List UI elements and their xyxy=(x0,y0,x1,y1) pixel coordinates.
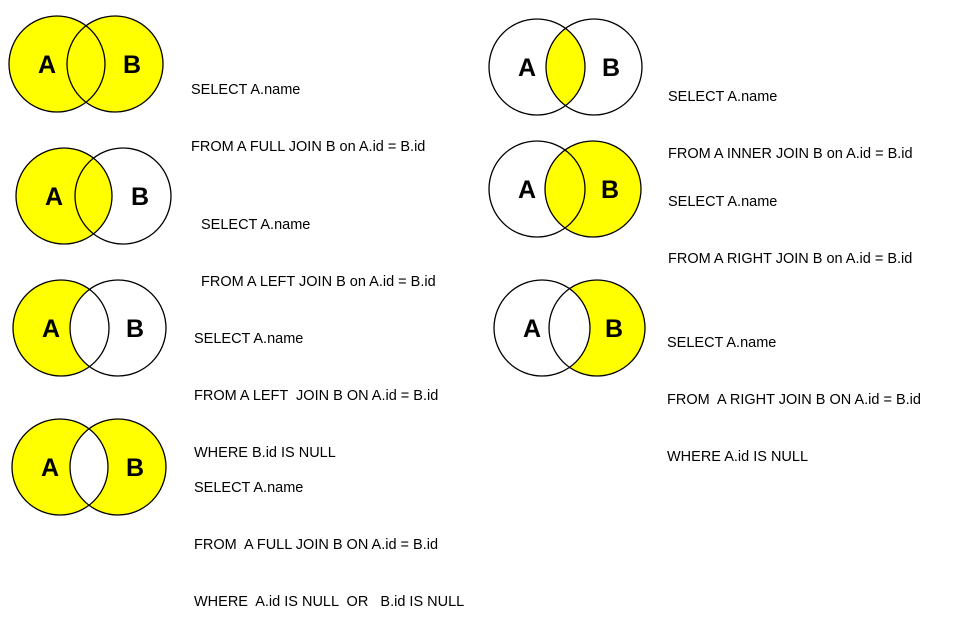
circle-a-label: A xyxy=(523,315,541,343)
intersection-region xyxy=(546,19,585,115)
circle-a-label: A xyxy=(38,51,56,79)
circle-b-label: B xyxy=(602,54,620,82)
sql-symmetric-difference: SELECT A.name FROM A FULL JOIN B ON A.id… xyxy=(194,441,464,631)
sql-inner-join: SELECT A.name FROM A INNER JOIN B on A.i… xyxy=(668,50,913,183)
sql-line: FROM A RIGHT JOIN B on A.id = B.id xyxy=(668,251,913,267)
circle-a-label: A xyxy=(45,183,63,211)
circle-b-label: B xyxy=(126,315,144,343)
sql-full-join: SELECT A.name FROM A FULL JOIN B on A.id… xyxy=(191,43,425,176)
circle-a-outline xyxy=(12,279,110,377)
intersection-region xyxy=(70,280,109,376)
circle-a-label: A xyxy=(518,54,536,82)
circle-b-outline xyxy=(545,18,643,116)
circle-b-outline xyxy=(548,279,646,377)
circle-a-outline xyxy=(493,279,591,377)
circle-a-label: A xyxy=(41,454,59,482)
sql-right-join: SELECT A.name FROM A RIGHT JOIN B on A.i… xyxy=(668,155,912,288)
sql-line: WHERE A.id IS NULL xyxy=(667,449,809,465)
sql-left-only: SELECT A.name FROM A LEFT JOIN B ON A.id… xyxy=(194,292,438,482)
sql-line: SELECT A.name xyxy=(191,82,301,98)
sql-line: SELECT A.name xyxy=(194,480,304,496)
circle-b-label: B xyxy=(126,454,144,482)
intersection-region xyxy=(70,419,108,515)
sql-right-only: SELECT A.name FROM A RIGHT JOIN B ON A.i… xyxy=(667,296,921,486)
circle-a-outline xyxy=(8,15,106,113)
intersection-region xyxy=(549,280,590,376)
sql-line: SELECT A.name xyxy=(667,335,777,351)
circle-a-outline xyxy=(11,418,109,516)
sql-line: WHERE A.id IS NULL OR B.id IS NULL xyxy=(194,594,465,610)
sql-line: SELECT A.name xyxy=(201,217,311,233)
circle-a-outline xyxy=(15,147,113,245)
circle-b-label: B xyxy=(123,51,141,79)
circle-b-outline xyxy=(69,279,167,377)
intersection-region xyxy=(545,141,585,237)
sql-line: SELECT A.name xyxy=(194,331,304,347)
circle-b-outline xyxy=(74,147,172,245)
intersection-region xyxy=(75,148,112,244)
circle-b-outline xyxy=(69,418,167,516)
circle-b-label: B xyxy=(131,183,149,211)
circle-b-outline xyxy=(66,15,164,113)
sql-line: FROM A RIGHT JOIN B ON A.id = B.id xyxy=(667,392,921,408)
circle-a-outline xyxy=(488,18,586,116)
sql-line: SELECT A.name xyxy=(668,194,778,210)
sql-line: SELECT A.name xyxy=(668,89,778,105)
circle-a-outline xyxy=(488,140,586,238)
sql-line: FROM A FULL JOIN B ON A.id = B.id xyxy=(194,537,439,553)
sql-line: FROM A FULL JOIN B on A.id = B.id xyxy=(191,139,426,155)
circle-b-label: B xyxy=(601,176,619,204)
circle-a-label: A xyxy=(42,315,60,343)
circle-b-label: B xyxy=(605,315,623,343)
circle-b-outline xyxy=(544,140,642,238)
sql-line: WHERE B.id IS NULL xyxy=(194,445,336,461)
intersection-region xyxy=(67,16,105,112)
sql-left-join: SELECT A.name FROM A LEFT JOIN B on A.id… xyxy=(201,178,436,311)
sql-line: FROM A LEFT JOIN B ON A.id = B.id xyxy=(194,388,439,404)
sql-line: FROM A LEFT JOIN B on A.id = B.id xyxy=(201,274,436,290)
sql-line: FROM A INNER JOIN B on A.id = B.id xyxy=(668,146,913,162)
circle-a-label: A xyxy=(518,176,536,204)
